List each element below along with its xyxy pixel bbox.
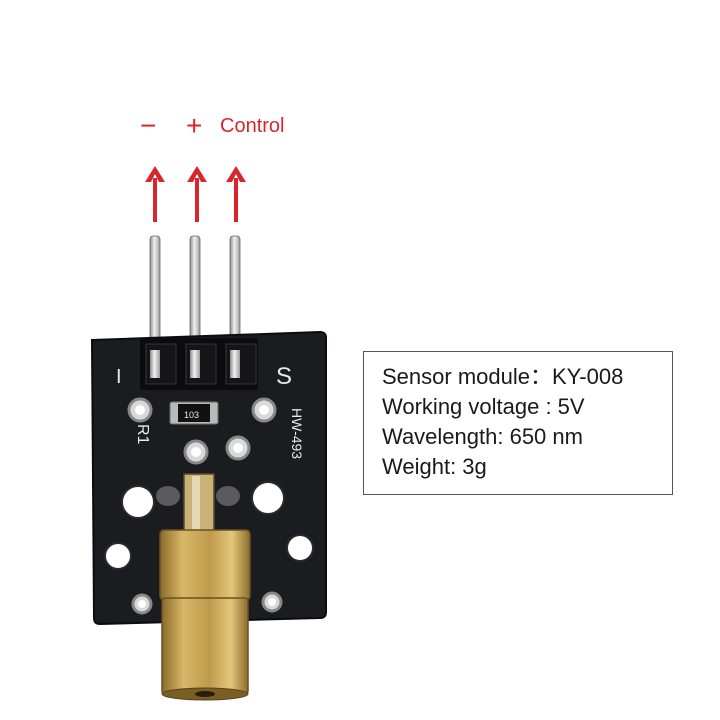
spec-working-voltage: Working voltage : 5V	[382, 394, 585, 419]
minus-label: −	[140, 110, 157, 141]
resistor-label: R1	[134, 424, 151, 445]
silkscreen-marker-left: I	[116, 366, 122, 388]
spec-box: Sensor module：KY-008 Working voltage : 5…	[363, 351, 673, 495]
arrow-icon-control	[226, 166, 246, 222]
plus-label: +	[186, 110, 203, 141]
board-model-text: HW-493	[289, 408, 305, 459]
spec-weight: Weight: 3g	[382, 454, 487, 479]
arrow-icon-minus	[145, 166, 165, 222]
laser-diode-head	[159, 473, 251, 701]
spec-sensor-module: Sensor module：KY-008	[382, 364, 624, 389]
header-pins	[149, 235, 241, 351]
spec-wavelength: Wavelength: 650 nm	[382, 424, 583, 449]
control-label: Control	[220, 115, 285, 137]
arrow-icon-plus	[187, 166, 207, 222]
silkscreen-marker-right: S	[276, 363, 292, 390]
resistor-code-label: 103	[184, 410, 199, 420]
